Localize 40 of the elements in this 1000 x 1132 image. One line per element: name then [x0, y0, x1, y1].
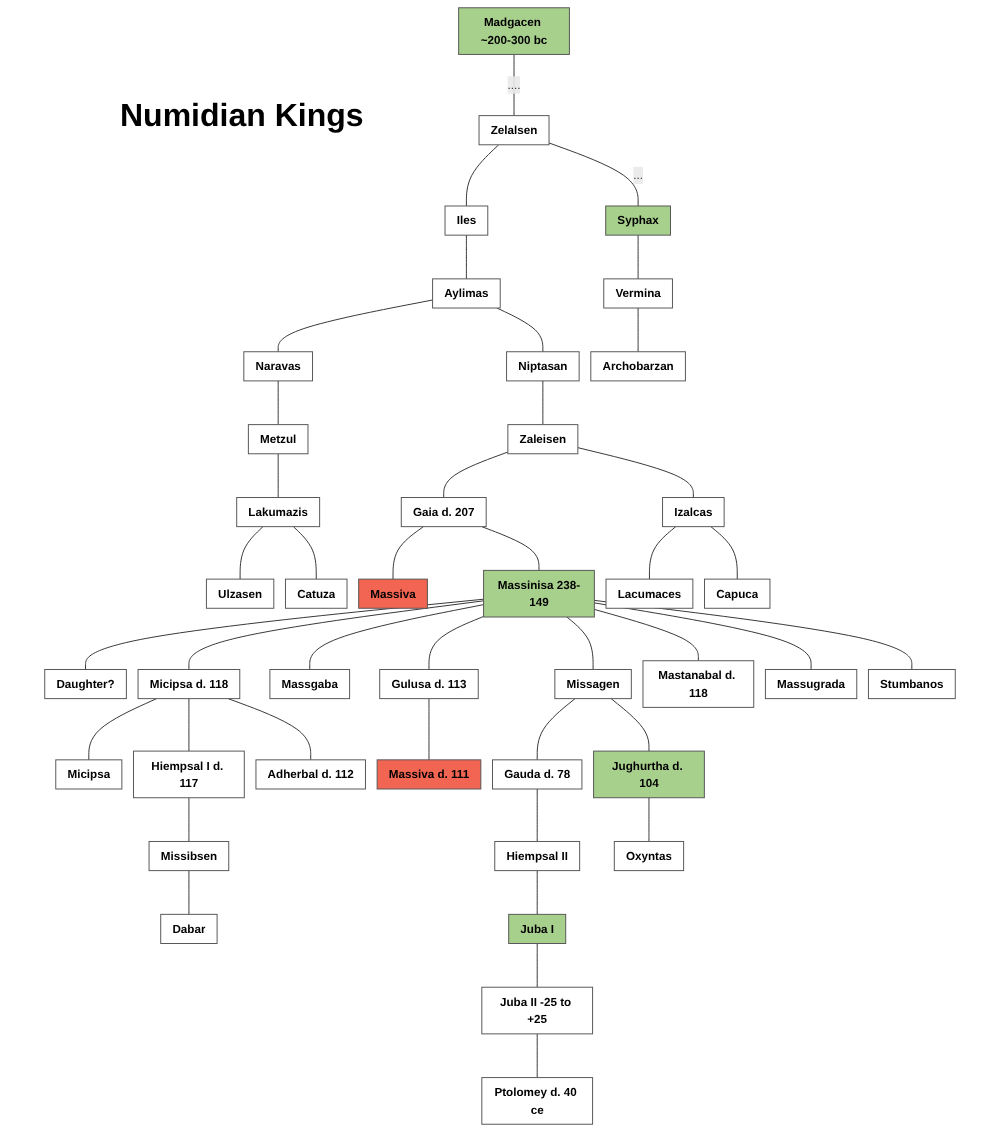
connector — [392, 526, 424, 580]
connector — [277, 299, 434, 353]
connector — [536, 870, 538, 915]
connector — [577, 447, 694, 498]
connector — [481, 526, 540, 571]
connector — [513, 53, 515, 117]
connector — [496, 307, 544, 353]
connector — [566, 616, 594, 670]
connector — [536, 698, 576, 761]
connector — [188, 797, 190, 842]
connector — [239, 526, 264, 580]
connector — [536, 943, 538, 988]
connector — [465, 234, 467, 280]
connector — [536, 788, 538, 842]
connector — [443, 451, 509, 498]
connector — [637, 234, 639, 280]
diagram-title: Numidian Kings — [120, 100, 364, 136]
connector — [710, 526, 738, 580]
connector — [292, 526, 317, 580]
connector — [648, 797, 650, 842]
connector — [188, 698, 190, 752]
connector — [593, 608, 699, 662]
connector — [309, 604, 485, 670]
connector — [227, 698, 312, 761]
connector — [536, 1033, 538, 1079]
connector — [465, 144, 500, 207]
connector — [428, 615, 485, 670]
connector — [542, 380, 544, 426]
connector — [648, 526, 677, 580]
connector — [277, 453, 279, 498]
connector — [428, 698, 430, 761]
connector — [548, 142, 639, 207]
connector — [85, 598, 485, 670]
connector — [188, 600, 485, 670]
connector — [277, 380, 279, 426]
connector — [610, 698, 650, 752]
connector — [88, 698, 158, 761]
connector — [188, 870, 190, 915]
connector — [593, 602, 812, 670]
connector — [637, 307, 639, 353]
